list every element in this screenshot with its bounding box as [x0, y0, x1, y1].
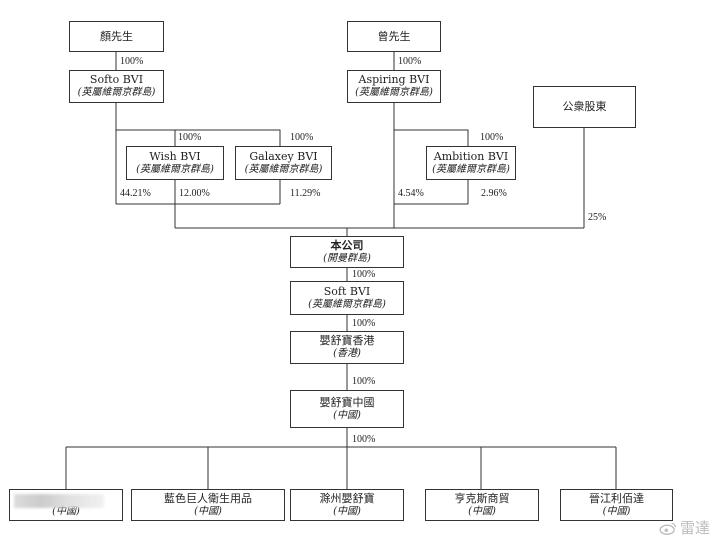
box-label: Wish BVI: [149, 149, 201, 163]
box-subsidiary-2: 藍色巨人衛生用品 (中國): [131, 489, 285, 521]
redacted-text-blur: [14, 494, 104, 508]
box-label: 亨克斯商貿: [454, 491, 510, 505]
box-label: 本公司: [330, 238, 364, 252]
box-jurisdiction: (中國): [333, 505, 361, 517]
box-label: 嬰舒寶中國: [319, 395, 375, 409]
pct-ambition-company: 2.96%: [481, 188, 507, 199]
box-ybb-hong-kong: 嬰舒寶香港 (香港): [290, 331, 404, 364]
pct-aspiring-ambition: 100%: [480, 132, 504, 143]
box-jurisdiction: (英屬維爾京群島): [308, 298, 386, 310]
pct-softo-galaxey: 100%: [290, 132, 314, 143]
box-jurisdiction: (英屬維爾京群島): [355, 87, 433, 99]
box-mr-yan: 顏先生: [69, 21, 164, 52]
box-public-shareholders: 公衆股東: [533, 86, 636, 128]
box-jurisdiction: (開曼群島): [323, 252, 371, 264]
pct-cn-subs: 100%: [352, 434, 376, 445]
box-subsidiary-3: 滁州嬰舒寶 (中國): [290, 489, 404, 521]
box-label: Soft BVI: [323, 284, 371, 298]
box-jurisdiction: (中國): [602, 505, 631, 517]
pct-yan-softo: 100%: [120, 56, 144, 67]
box-jurisdiction: (中國): [194, 505, 222, 517]
box-subsidiary-4: 亨克斯商貿 (中國): [425, 489, 539, 521]
box-ambition-bvi: Ambition BVI (英屬維爾京群島): [426, 146, 516, 180]
box-company: 本公司 (開曼群島): [290, 236, 404, 268]
box-jurisdiction: (英屬維爾京群島): [136, 163, 214, 175]
pct-softo-wish: 100%: [178, 132, 202, 143]
box-mr-zeng: 曾先生: [347, 21, 441, 52]
pct-aspiring-company: 4.54%: [398, 188, 424, 199]
box-jurisdiction: (英屬維爾京群島): [244, 163, 323, 175]
box-soft-bvi: Soft BVI (英屬維爾京群島): [290, 281, 404, 315]
pct-public-company: 25%: [588, 212, 607, 223]
box-label: 藍色巨人衛生用品: [164, 491, 252, 505]
pct-galaxey-company: 11.29%: [290, 188, 321, 199]
weibo-icon: [659, 522, 677, 535]
box-label: Aspiring BVI: [358, 73, 430, 87]
pct-company-soft: 100%: [352, 269, 376, 280]
box-jurisdiction: (中國): [468, 505, 496, 517]
box-subsidiary-5: 晉江利佰達 (中國): [560, 489, 673, 521]
pct-soft-hk: 100%: [352, 318, 376, 329]
line-softo-branch: [116, 129, 281, 146]
box-softo-bvi: Softo BVI (英屬維爾京群島): [69, 70, 164, 103]
box-label: 滁州嬰舒寶: [319, 491, 375, 505]
line-aspiring-branch: [394, 129, 469, 146]
box-galaxey-bvi: Galaxey BVI (英屬維爾京群島): [235, 146, 332, 180]
box-ybb-china: 嬰舒寶中國 (中國): [290, 390, 404, 428]
box-jurisdiction: (中國): [333, 409, 361, 421]
box-jurisdiction: (英屬維爾京群島): [432, 163, 510, 175]
pct-hk-cn: 100%: [352, 376, 376, 387]
box-label: 嬰舒寶香港: [319, 334, 375, 348]
box-wish-bvi: Wish BVI (英屬維爾京群島): [126, 146, 224, 180]
box-label: Galaxey BVI: [249, 149, 318, 163]
box-label: Softo BVI: [89, 73, 144, 87]
box-label: 曾先生: [377, 29, 411, 43]
box-jurisdiction: (英屬維爾京群島): [77, 87, 156, 99]
box-jurisdiction: (香港): [333, 348, 361, 360]
box-label: 顏先生: [100, 29, 133, 43]
weibo-watermark: 雷達: [659, 517, 710, 538]
box-aspiring-bvi: Aspiring BVI (英屬維爾京群島): [347, 70, 441, 103]
box-jurisdiction: (中國): [52, 505, 80, 517]
watermark-text: 雷達: [679, 519, 710, 537]
pct-zeng-aspiring: 100%: [398, 56, 422, 67]
box-label: 公衆股東: [562, 100, 607, 114]
pct-wish-company: 12.00%: [179, 188, 210, 199]
pct-softo-company: 44.21%: [120, 188, 151, 199]
box-label: 晉江利佰達: [589, 491, 644, 505]
box-label: Ambition BVI: [433, 149, 509, 163]
